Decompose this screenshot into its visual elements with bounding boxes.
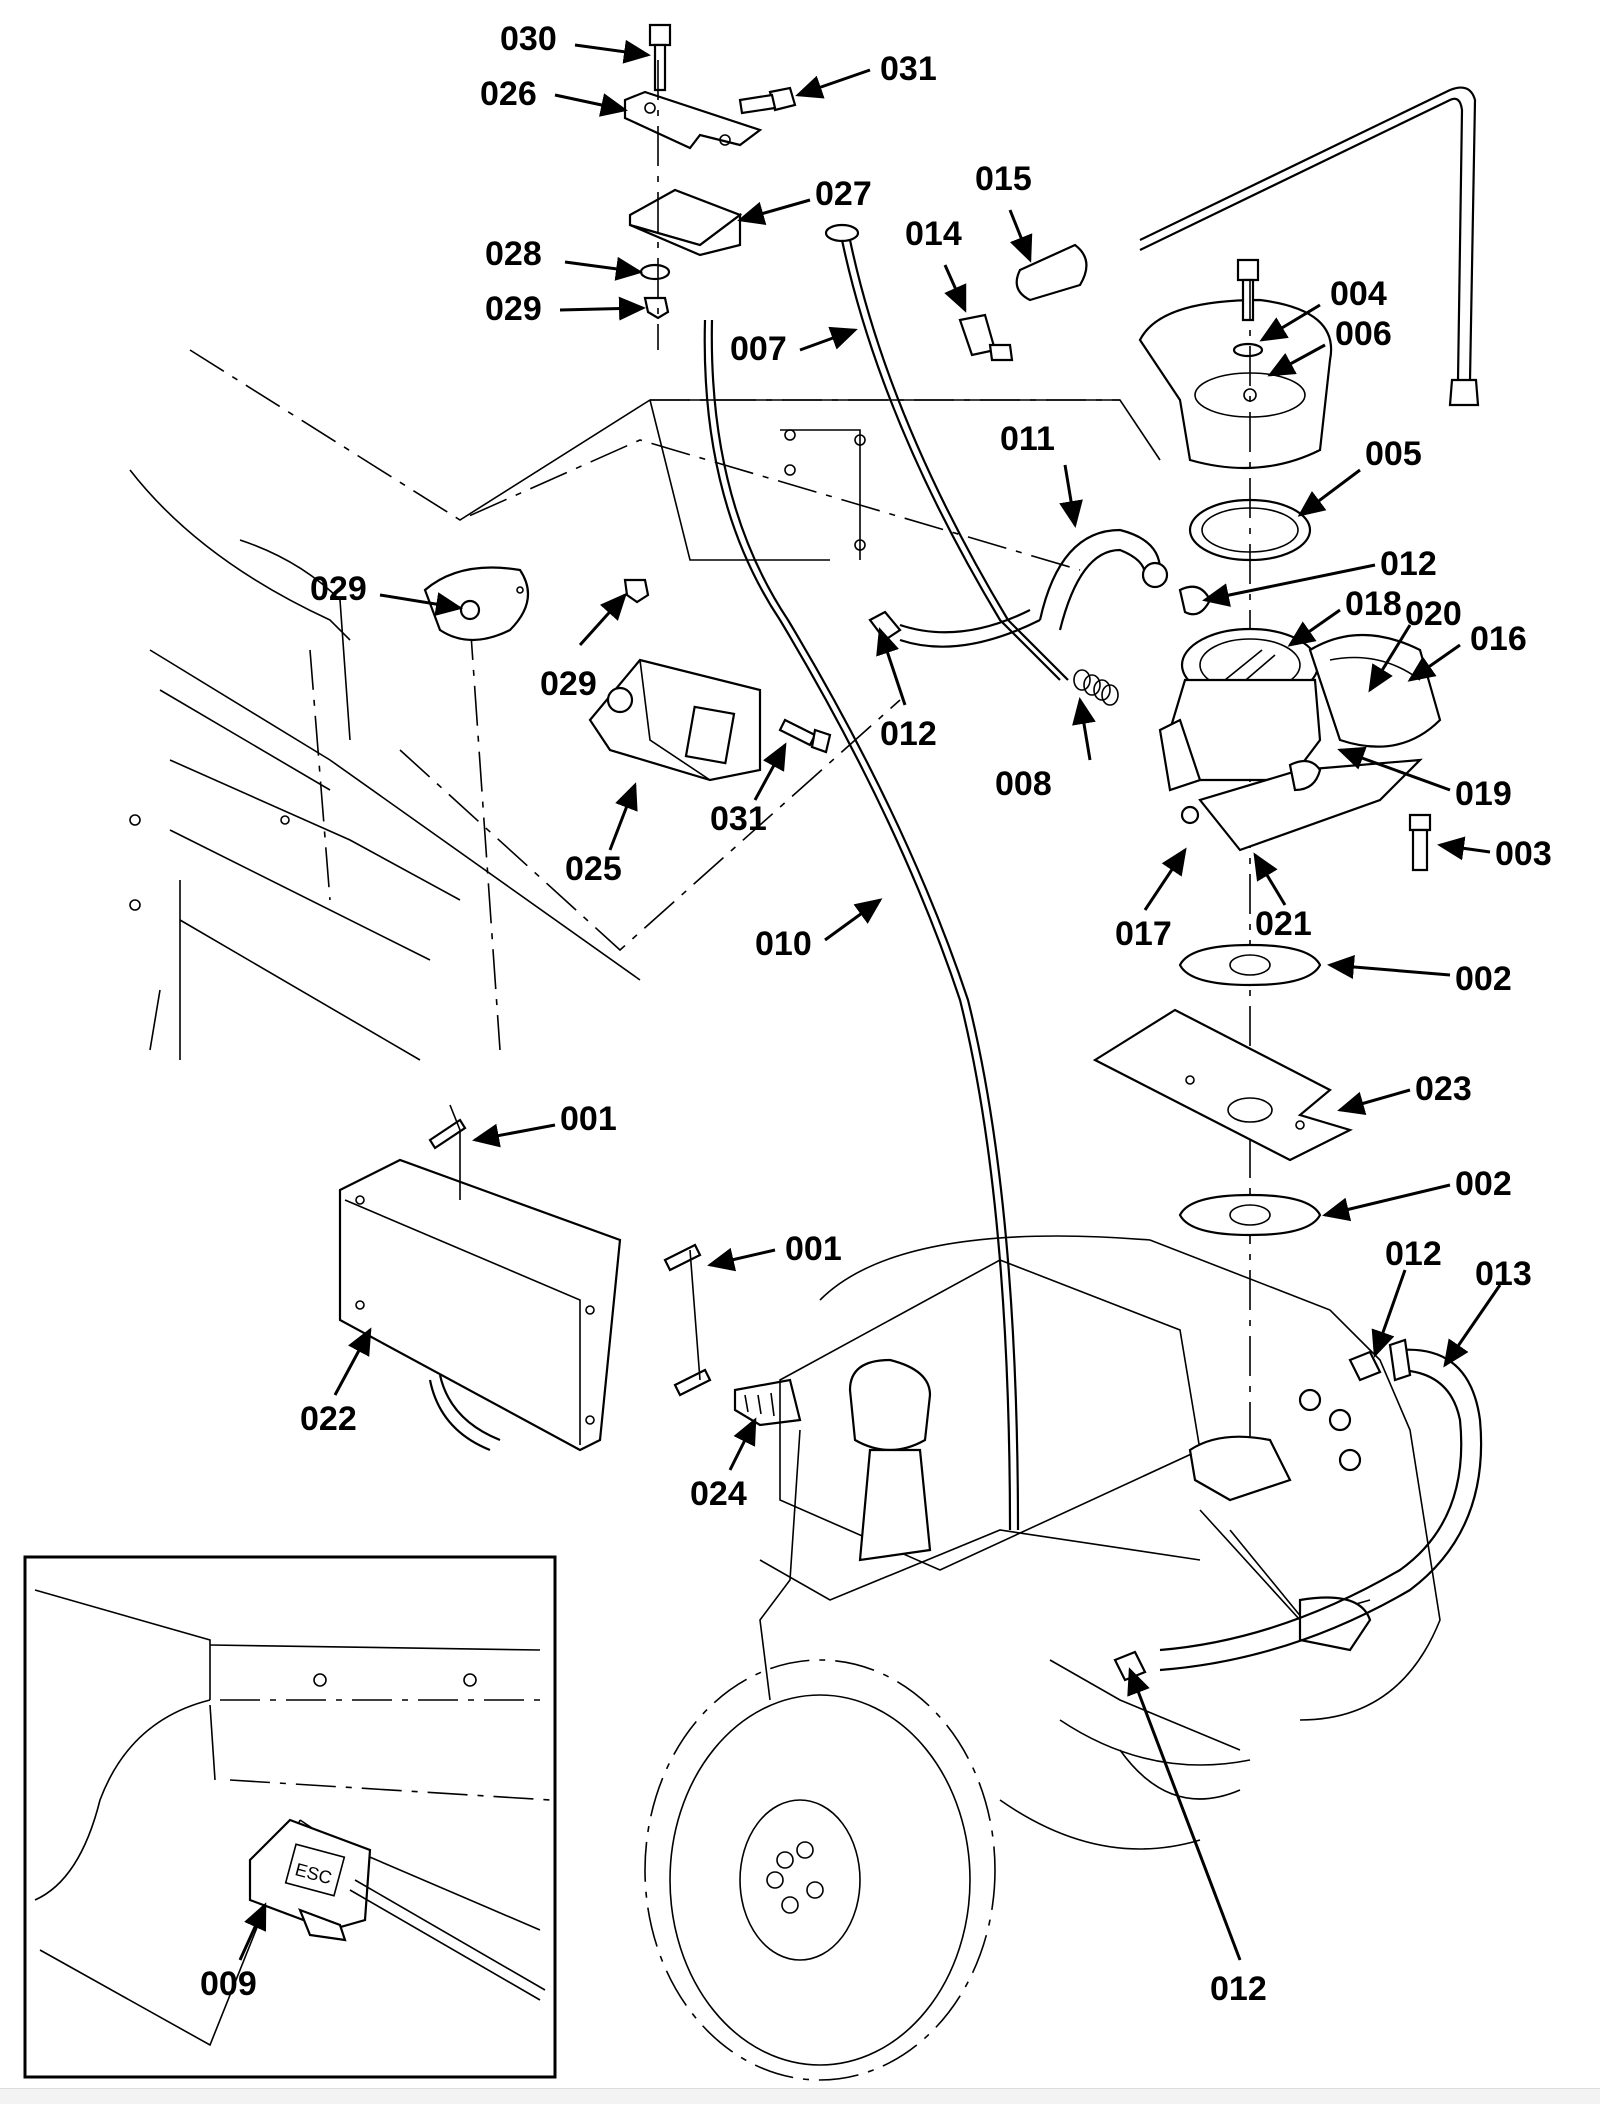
callout-001: 001 <box>785 1230 842 1268</box>
callout-010: 010 <box>755 925 812 963</box>
module-027 <box>628 188 743 257</box>
washer-028 <box>639 263 671 281</box>
screw-031-top <box>738 86 797 115</box>
bracket-024 <box>733 1378 802 1427</box>
callout-031: 031 <box>880 50 937 88</box>
module-025 <box>588 658 762 782</box>
callout-028: 028 <box>485 235 542 273</box>
callout-015: 015 <box>975 160 1032 198</box>
clamp-012-bottom <box>1113 1650 1147 1682</box>
spring-008 <box>1073 669 1119 706</box>
gasket-002-lower <box>1178 1193 1322 1237</box>
callout-001: 001 <box>560 1100 617 1138</box>
callout-017: 017 <box>1115 915 1172 953</box>
callout-030: 030 <box>500 20 557 58</box>
air-horn-006 <box>1138 298 1333 470</box>
screw-001-lower <box>663 1243 712 1397</box>
callout-023: 023 <box>1415 1070 1472 1108</box>
callout-012: 012 <box>1380 545 1437 583</box>
callout-013: 013 <box>1475 1255 1532 1293</box>
nut-029-mid <box>623 578 650 604</box>
ecu-022 <box>338 1158 622 1452</box>
frame-outline <box>129 349 1161 1061</box>
callout-022: 022 <box>300 1400 357 1438</box>
callout-009: 009 <box>200 1965 257 2003</box>
callout-011: 011 <box>1000 420 1055 458</box>
callout-labels: 030 026 031 027 015 014 028 029 007 004 … <box>200 20 1552 2008</box>
nut-029-top <box>643 296 670 320</box>
callout-006: 006 <box>1335 315 1392 353</box>
callout-012: 012 <box>880 715 937 753</box>
inset-panel: ESC <box>23 1555 557 2079</box>
callout-012: 012 <box>1210 1970 1267 2008</box>
gasket-002-upper <box>1178 943 1322 987</box>
hose-011 <box>899 528 1169 648</box>
callout-007: 007 <box>730 330 787 368</box>
hose-013 <box>1159 1338 1483 1672</box>
callout-026: 026 <box>480 75 537 113</box>
callout-004: 004 <box>1330 275 1387 313</box>
callout-027: 027 <box>815 175 872 213</box>
callout-016: 016 <box>1470 620 1527 658</box>
callout-019: 019 <box>1455 775 1512 813</box>
callout-005: 005 <box>1365 435 1422 473</box>
callout-008: 008 <box>995 765 1052 803</box>
engine-block <box>759 1235 1441 1850</box>
screw-001-upper <box>428 1104 467 1200</box>
nut-029-left <box>423 566 530 641</box>
callout-012: 012 <box>1385 1235 1442 1273</box>
callout-003: 003 <box>1495 835 1552 873</box>
callout-025: 025 <box>565 850 622 888</box>
leader-arrows <box>238 39 1502 1961</box>
fuel-pipe <box>1139 86 1480 407</box>
flywheel <box>644 1659 996 2081</box>
callout-018: 018 <box>1345 585 1402 623</box>
cable-010 <box>703 319 1020 1531</box>
callout-029: 029 <box>540 665 597 703</box>
page-footer-strip <box>0 2088 1600 2104</box>
screw-003 <box>1408 813 1432 872</box>
callout-021: 021 <box>1255 905 1312 943</box>
bolt-030 <box>648 23 672 92</box>
plate-023 <box>1092 1008 1353 1162</box>
callout-002: 002 <box>1455 960 1512 998</box>
callout-031: 031 <box>710 800 767 838</box>
bracket-026 <box>623 90 763 150</box>
clamp-012-mid <box>868 610 902 642</box>
callout-029: 029 <box>485 290 542 328</box>
callout-029: 029 <box>310 570 367 608</box>
carburetor-assembly <box>1158 627 1442 852</box>
callout-014: 014 <box>905 215 962 253</box>
fitting-014 <box>958 313 1014 362</box>
cable-007 <box>824 223 1069 681</box>
clamp-012-right <box>1348 1350 1382 1382</box>
fuel-filter-015 <box>1015 243 1088 302</box>
screw-031 <box>778 718 832 754</box>
callout-020: 020 <box>1405 595 1462 633</box>
callout-002: 002 <box>1455 1165 1512 1203</box>
callout-024: 024 <box>690 1475 747 1513</box>
